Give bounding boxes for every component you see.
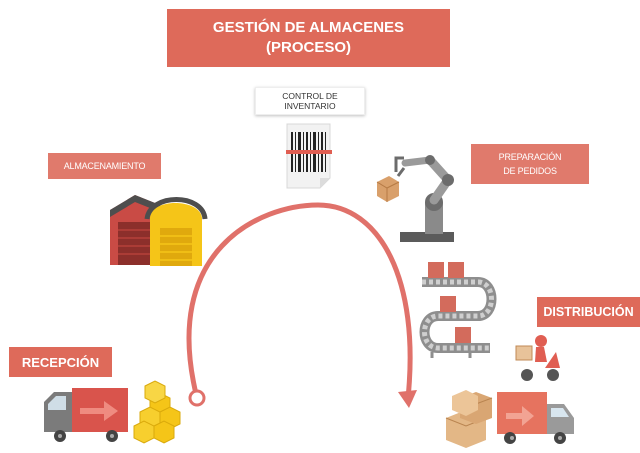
robot-arm-icon bbox=[394, 155, 454, 242]
yellow-crates-icon bbox=[133, 380, 181, 444]
stage-preparacion: PREPARACIÓN DE PEDIDOS bbox=[471, 144, 589, 184]
title-line-1: GESTIÓN DE ALMACENES bbox=[212, 19, 405, 36]
process-arc-arrow bbox=[186, 202, 417, 408]
cardboard-boxes-icon bbox=[445, 390, 493, 448]
conveyor-icon bbox=[419, 262, 497, 358]
stage-preparacion-line-2: DE PEDIDOS bbox=[503, 166, 557, 176]
package-small-icon bbox=[376, 176, 400, 202]
stage-recepcion: RECEPCIÓN bbox=[9, 347, 112, 377]
delivery-truck-icon bbox=[497, 392, 574, 444]
page-title: GESTIÓN DE ALMACENES (PROCESO) bbox=[167, 9, 450, 67]
stage-distribucion: DISTRIBUCIÓN bbox=[537, 297, 640, 327]
stage-preparacion-line-1: PREPARACIÓN bbox=[498, 152, 562, 162]
truck-icon bbox=[44, 388, 128, 442]
title-line-2: (PROCESO) bbox=[265, 39, 351, 56]
delivery-scooter-icon bbox=[515, 335, 560, 381]
stage-almacenamiento: ALMACENAMIENTO bbox=[48, 153, 161, 179]
stage-control-inventario: CONTROL DE INVENTARIO bbox=[255, 87, 365, 115]
barcode-icon bbox=[286, 123, 332, 189]
warehouse-icon bbox=[110, 195, 208, 266]
